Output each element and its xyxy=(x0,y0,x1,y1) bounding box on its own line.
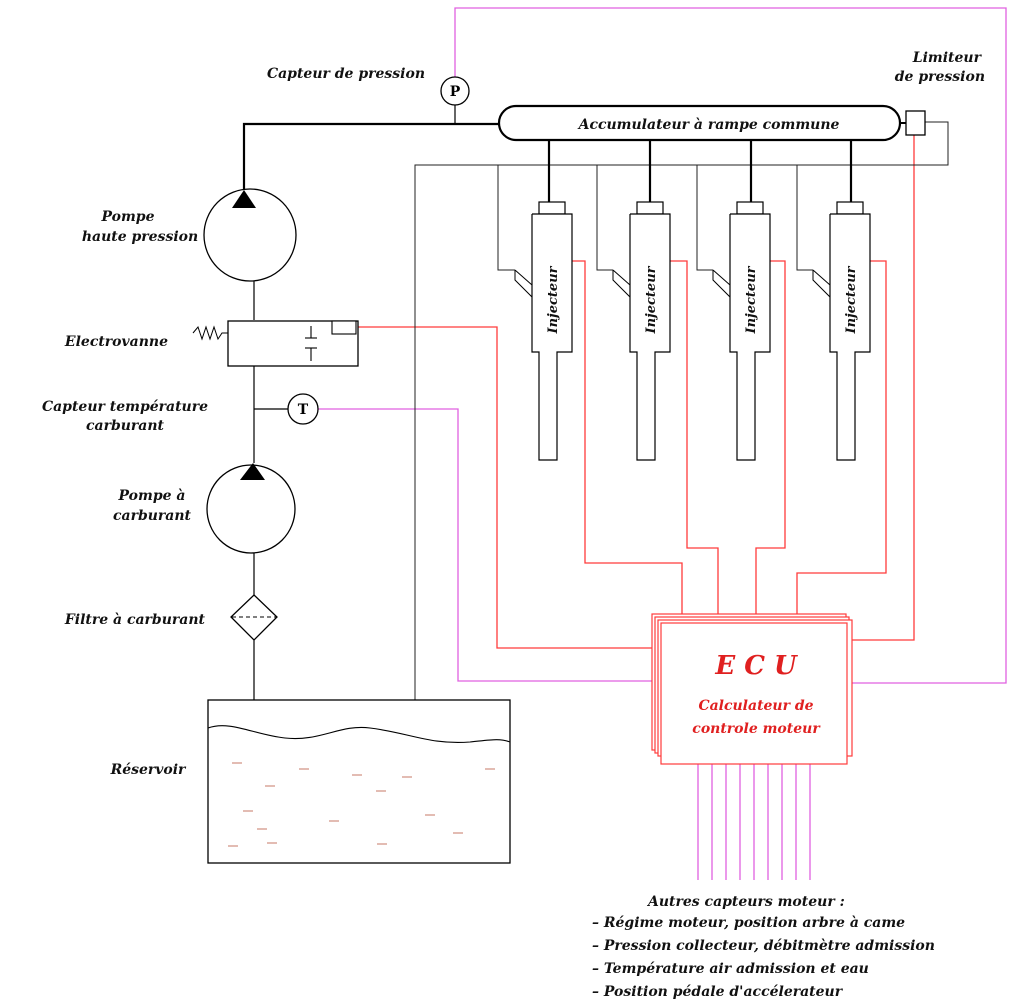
injector-1-label: Injecteur xyxy=(546,265,561,334)
fuel-pump-label-2: carburant xyxy=(113,508,192,524)
injector-3: Injecteur xyxy=(712,201,771,461)
other-sensor-4: – Position pédale d'accélerateur xyxy=(592,984,844,1000)
return-lines xyxy=(414,121,949,700)
hydraulic-lines xyxy=(242,104,853,700)
fuel-pump-label-1: Pompe à xyxy=(118,488,186,504)
ecu-title: E C U xyxy=(714,651,798,681)
hp-pump-label-1: Pompe xyxy=(101,209,155,225)
injectors: Injecteur Injecteur Injecteur Injecteur xyxy=(514,201,871,461)
fuel-pump: Pompe à carburant xyxy=(113,463,296,554)
injector-1: Injecteur xyxy=(514,201,573,461)
ecu-subtitle-1: Calculateur de xyxy=(698,698,813,714)
fuel-filter-label: Filtre à carburant xyxy=(64,612,206,628)
other-sensor-3: – Température air admission et eau xyxy=(592,961,869,977)
sensor-wires xyxy=(318,7,1007,880)
pressure-limiter: Limiteur de pression xyxy=(895,50,985,136)
injector-3-label: Injecteur xyxy=(744,265,759,334)
ecu: E C U Calculateur de controle moteur xyxy=(651,613,853,765)
pressure-sensor-wire xyxy=(454,7,1007,684)
control-wires xyxy=(356,135,915,649)
pressure-sensor-label: Capteur de pression xyxy=(267,66,425,82)
hp-pump-label-2: haute pression xyxy=(82,229,198,245)
temp-sensor-label-1: Capteur température xyxy=(42,399,208,415)
temp-sensor-symbol: T xyxy=(298,402,309,418)
injector-4-label: Injecteur xyxy=(844,265,859,334)
rail-label: Accumulateur à rampe commune xyxy=(577,117,840,133)
injector-2-wire xyxy=(668,260,719,615)
limiter-label-2: de pression xyxy=(895,69,985,85)
solenoid-label: Electrovanne xyxy=(64,334,168,350)
common-rail: Accumulateur à rampe commune xyxy=(497,104,902,142)
other-sensors-title: Autres capteurs moteur : xyxy=(646,894,845,910)
temperature-sensor: T Capteur température carburant xyxy=(42,393,319,434)
injector-2: Injecteur xyxy=(612,201,671,461)
injector-3-wire xyxy=(755,260,786,615)
solenoid-valve: Electrovanne xyxy=(64,320,359,367)
other-sensors-bundle xyxy=(697,764,811,880)
pressure-sensor-symbol: P xyxy=(450,84,461,100)
limiter-label-1: Limiteur xyxy=(912,50,983,66)
valve-spring xyxy=(192,325,228,341)
injector-1-wire xyxy=(571,260,683,615)
fuel-filter: Filtre à carburant xyxy=(64,594,278,641)
fuel-tank: Réservoir xyxy=(110,699,511,864)
temp-sensor-wire xyxy=(318,408,652,682)
high-pressure-pump: Pompe haute pression xyxy=(82,188,297,282)
injector-2-label: Injecteur xyxy=(644,265,659,334)
other-sensor-1: – Régime moteur, position arbre à came xyxy=(592,915,905,931)
limiter-wire xyxy=(848,135,915,641)
injector-4: Injecteur xyxy=(812,201,871,461)
other-sensor-2: – Pression collecteur, débitmètre admiss… xyxy=(592,938,935,954)
fuel-dashes xyxy=(228,762,495,847)
injector-4-wire xyxy=(796,260,887,615)
ecu-subtitle-2: controle moteur xyxy=(692,721,821,737)
temp-sensor-label-2: carburant xyxy=(86,418,165,434)
solenoid-wire xyxy=(356,326,652,649)
tank-label: Réservoir xyxy=(110,762,187,778)
other-sensors-legend: Autres capteurs moteur : – Régime moteur… xyxy=(592,894,935,1000)
pressure-sensor: P Capteur de pression xyxy=(267,66,470,106)
